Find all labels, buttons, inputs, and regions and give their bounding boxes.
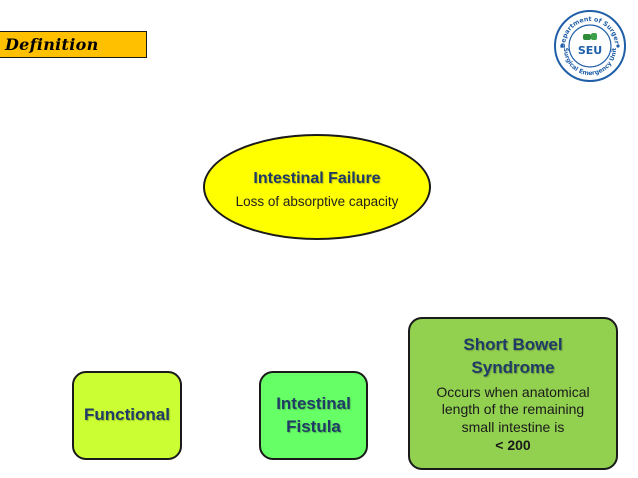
department-logo: Department of Surgery Surgical Emergency… bbox=[551, 4, 627, 83]
sbs-title-line2: Syndrome bbox=[471, 357, 555, 377]
sbs-desc-line2: length of the remaining bbox=[441, 401, 585, 418]
section-label: Definition bbox=[5, 35, 99, 54]
sbs-desc-line1: Occurs when anatomical bbox=[436, 383, 590, 400]
root-subtitle: Loss of absorptive capacity bbox=[235, 193, 399, 209]
fistula-label-line1: Intestinal bbox=[276, 393, 351, 413]
functional-label: Functional bbox=[84, 405, 170, 425]
section-label-box: Definition bbox=[0, 31, 147, 58]
root-title: Intestinal Failure bbox=[253, 169, 381, 187]
intestinal-fistula-node: Intestinal Fistula bbox=[259, 371, 368, 460]
intestinal-failure-node: Intestinal Failure Loss of absorptive ca… bbox=[203, 134, 431, 240]
sbs-threshold: < 200 bbox=[495, 437, 531, 454]
functional-node: Functional bbox=[72, 371, 182, 460]
short-bowel-syndrome-node: Short Bowel Syndrome Occurs when anatomi… bbox=[408, 317, 618, 470]
svg-text:SEU: SEU bbox=[578, 44, 602, 57]
sbs-desc-line3: small intestine is bbox=[461, 419, 565, 436]
fistula-label-line2: Fistula bbox=[286, 416, 341, 436]
sbs-description: Occurs when anatomical length of the rem… bbox=[436, 384, 589, 438]
seu-seal-icon: Department of Surgery Surgical Emergency… bbox=[551, 4, 626, 82]
sbs-title-line1: Short Bowel bbox=[463, 334, 563, 354]
